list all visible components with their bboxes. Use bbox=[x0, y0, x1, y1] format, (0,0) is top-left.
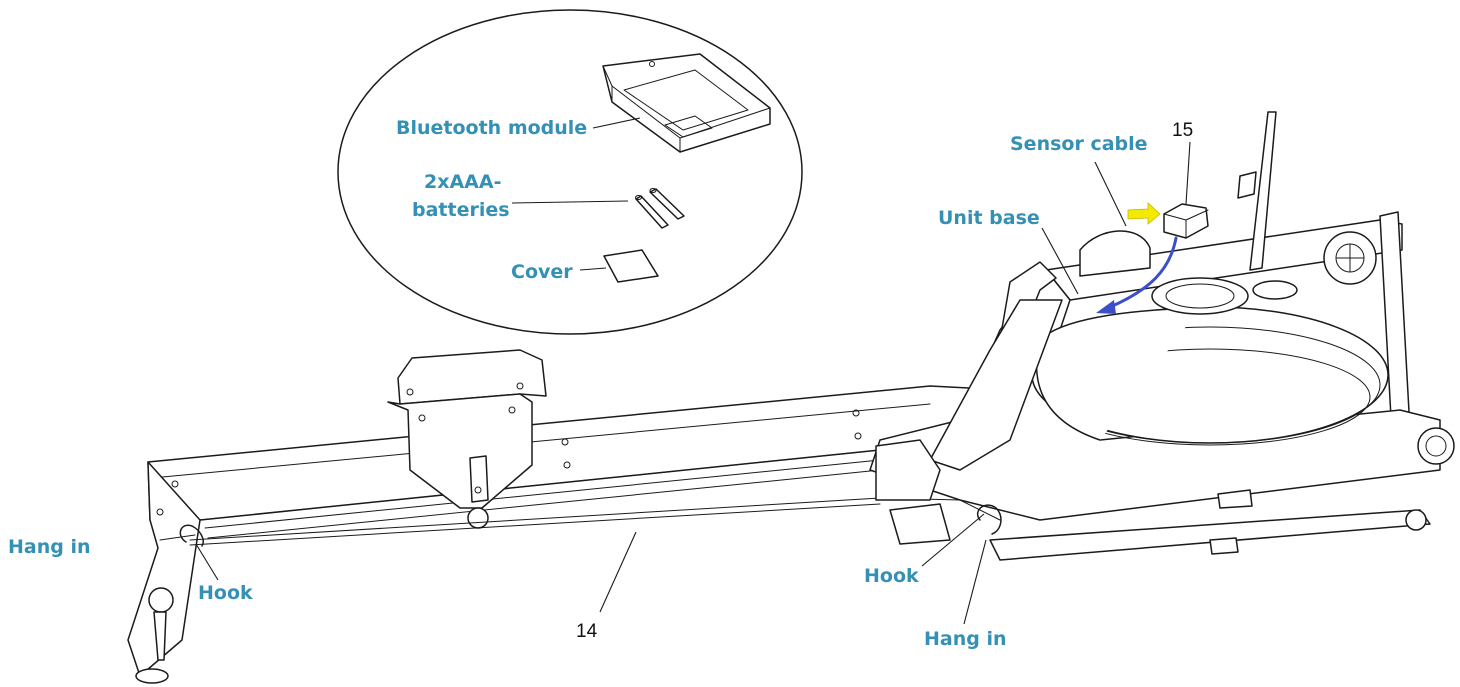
cover-part bbox=[603, 249, 659, 283]
hook-right-leader bbox=[921, 513, 985, 567]
insert-arrow bbox=[1127, 202, 1161, 225]
label-batteries-line1: 2xAAA- bbox=[424, 171, 501, 193]
unit-base-leader bbox=[1041, 227, 1079, 295]
cover-leader bbox=[579, 267, 607, 271]
batteries-leader bbox=[511, 200, 629, 204]
label-part-15: 15 bbox=[1172, 120, 1193, 141]
part-15-leader bbox=[1185, 141, 1191, 205]
seat bbox=[387, 349, 547, 529]
sensor-part-15 bbox=[1163, 203, 1209, 239]
sensor-cable-route bbox=[1096, 236, 1178, 314]
hook-left-part bbox=[179, 524, 204, 547]
hook-left-leader bbox=[195, 543, 219, 581]
detail-ellipse bbox=[337, 9, 803, 335]
part-14-leader bbox=[599, 531, 637, 613]
label-sensor-cable: Sensor cable bbox=[1010, 133, 1148, 155]
batteries-part bbox=[635, 188, 685, 229]
front-foot bbox=[127, 461, 201, 684]
label-unit-base: Unit base bbox=[938, 207, 1040, 229]
detail-callout bbox=[337, 9, 803, 335]
unit-base-part bbox=[869, 111, 1455, 561]
bluetooth-module-part bbox=[602, 53, 771, 153]
label-part-14: 14 bbox=[576, 621, 598, 642]
label-batteries-line2: batteries bbox=[412, 199, 510, 221]
label-bluetooth-module: Bluetooth module bbox=[396, 117, 587, 139]
bluetooth-leader bbox=[592, 117, 641, 129]
label-cover: Cover bbox=[511, 261, 573, 283]
hang-in-right-leader bbox=[963, 539, 987, 625]
hook-right-part bbox=[976, 504, 1002, 535]
label-hook-right: Hook bbox=[864, 565, 919, 587]
label-hang-in-right: Hang in bbox=[924, 628, 1007, 650]
label-hook-left: Hook bbox=[198, 582, 253, 604]
label-hang-in-left: Hang in bbox=[8, 536, 91, 558]
sensor-cable-leader bbox=[1094, 161, 1127, 227]
